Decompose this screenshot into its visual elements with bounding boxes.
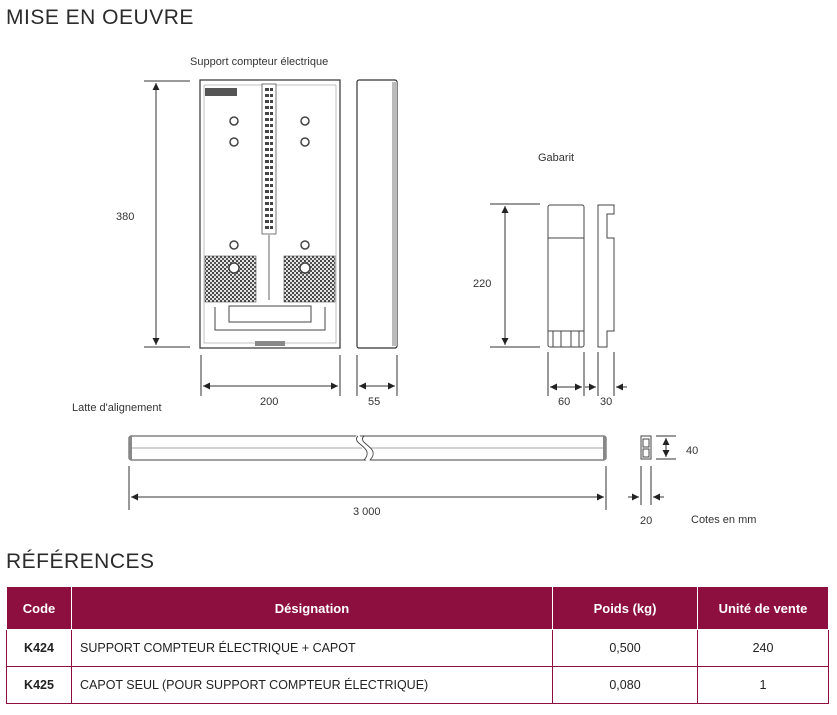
table-header-row: Code Désignation Poids (kg) Unité de ven… xyxy=(6,586,829,630)
gabarit-side-view xyxy=(597,204,615,348)
technical-drawing xyxy=(128,79,676,510)
support-label: Support compteur électrique xyxy=(190,56,329,68)
section-title: MISE EN OEUVRE xyxy=(6,6,194,29)
row-code: K424 xyxy=(6,629,72,667)
table-row: K424 SUPPORT COMPTEUR ÉLECTRIQUE + CAPOT… xyxy=(6,629,829,667)
dim-width-30: 30 xyxy=(600,396,613,408)
header-code: Code xyxy=(6,586,72,630)
latte-label: Latte d'alignement xyxy=(72,402,162,414)
dim-width-60: 60 xyxy=(558,396,571,408)
gabarit-front-view xyxy=(547,204,585,348)
header-designation: Désignation xyxy=(71,586,553,630)
dim-depth-55: 55 xyxy=(368,396,381,408)
alignment-lath xyxy=(128,433,607,463)
dim-height-40: 40 xyxy=(686,445,699,457)
row-designation: CAPOT SEUL (POUR SUPPORT COMPTEUR ÉLECTR… xyxy=(71,666,553,704)
dim-height-380: 380 xyxy=(116,211,135,223)
row-code: K425 xyxy=(6,666,72,704)
header-poids: Poids (kg) xyxy=(552,586,698,630)
meter-support-side-view xyxy=(356,79,398,349)
meter-support-front-view xyxy=(199,79,341,349)
row-poids: 0,500 xyxy=(552,629,698,667)
dim-height-220: 220 xyxy=(473,278,492,290)
references-title: RÉFÉRENCES xyxy=(6,550,155,573)
row-designation: SUPPORT COMPTEUR ÉLECTRIQUE + CAPOT xyxy=(71,629,553,667)
row-unite: 240 xyxy=(697,629,829,667)
dim-width-200: 200 xyxy=(260,396,279,408)
header-unite: Unité de vente xyxy=(697,586,829,630)
dim-width-20: 20 xyxy=(640,515,653,527)
unit-note: Cotes en mm xyxy=(691,514,757,526)
row-unite: 1 xyxy=(697,666,829,704)
dim-length-3000: 3 000 xyxy=(353,506,381,518)
table-row: K425 CAPOT SEUL (POUR SUPPORT COMPTEUR É… xyxy=(6,666,829,704)
gabarit-label: Gabarit xyxy=(538,152,575,164)
references-table: Code Désignation Poids (kg) Unité de ven… xyxy=(6,586,829,704)
alignment-lath-section xyxy=(640,435,652,460)
row-poids: 0,080 xyxy=(552,666,698,704)
